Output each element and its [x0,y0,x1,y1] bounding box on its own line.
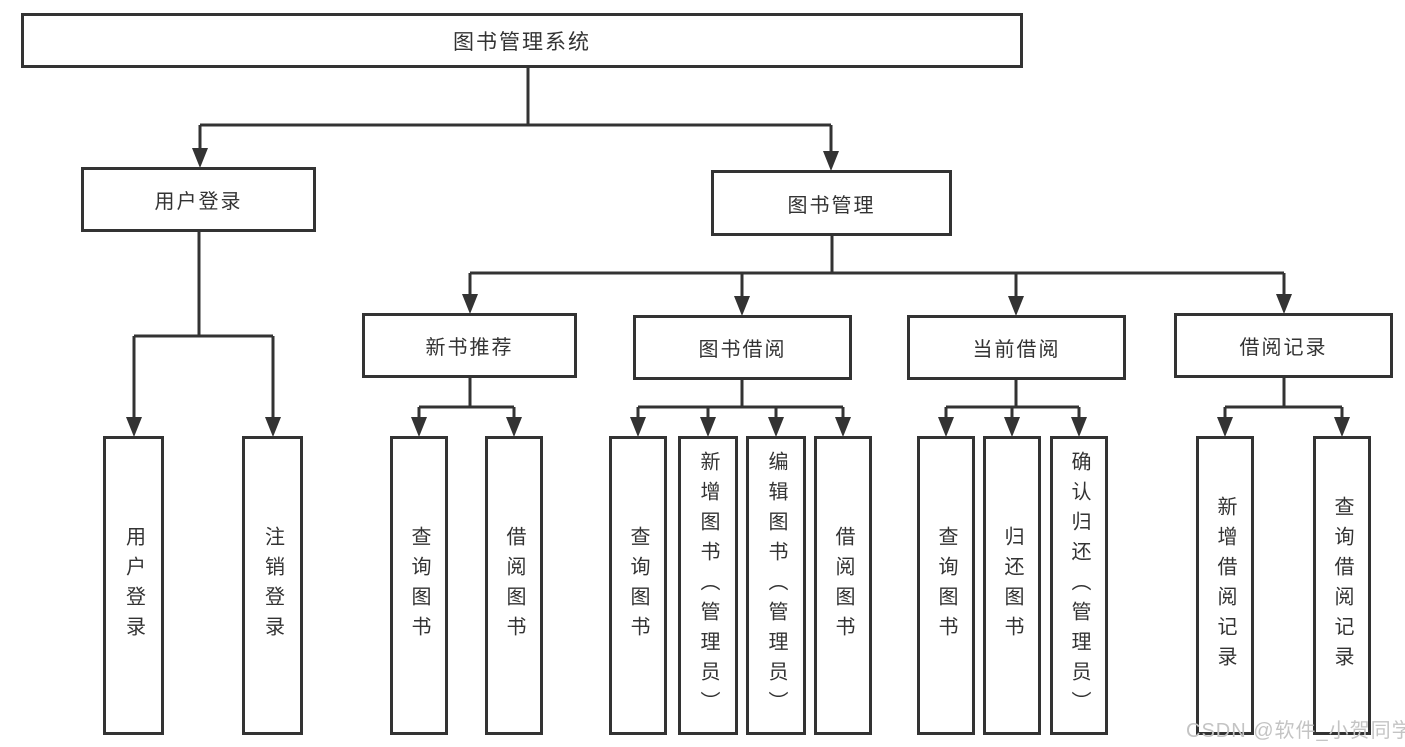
node-label: 新书推荐 [425,337,514,359]
node-label: 当前借阅 [972,339,1061,361]
node-label: 借阅图书 [503,525,525,646]
node-label: 编辑图书（管理员） [765,450,787,721]
node-label: 查询图书 [627,525,649,646]
node-library-management-system: 图书管理系统 [21,13,1023,68]
leaf-confirm-return-admin: 确认归还（管理员） [1050,436,1108,735]
node-label: 用户登录 [122,525,145,646]
node-label: 注销登录 [261,525,284,646]
node-label: 查询图书 [408,525,430,646]
leaf-query-borrow-record: 查询借阅记录 [1313,436,1371,735]
node-label: 借阅图书 [832,525,854,646]
node-label: 确认归还（管理员） [1068,450,1090,721]
leaf-query-books-recommend: 查询图书 [390,436,448,735]
leaf-borrow-books-recommend: 借阅图书 [485,436,543,735]
node-label: 新增借阅记录 [1214,495,1236,676]
node-label: 借阅记录 [1239,337,1328,359]
node-new-book-recommendation: 新书推荐 [362,313,577,378]
watermark-text: CSDN @软件_小贺同学 [1186,720,1405,742]
node-borrowing-records: 借阅记录 [1174,313,1393,378]
leaf-user-login: 用户登录 [103,436,164,735]
leaf-add-book-admin: 新增图书（管理员） [678,436,738,735]
node-book-borrowing: 图书借阅 [633,315,852,380]
leaf-query-books-current: 查询图书 [917,436,975,735]
leaf-edit-book-admin: 编辑图书（管理员） [746,436,806,735]
leaf-return-book: 归还图书 [983,436,1041,735]
node-label: 图书借阅 [698,339,787,361]
node-current-borrowing: 当前借阅 [907,315,1126,380]
leaf-add-borrow-record: 新增借阅记录 [1196,436,1254,735]
node-user-login: 用户登录 [81,167,316,232]
node-label: 图书管理系统 [453,30,591,54]
node-label: 归还图书 [1001,525,1023,646]
node-label: 用户登录 [154,191,243,213]
leaf-query-books-borrowing: 查询图书 [609,436,667,735]
node-label: 查询图书 [935,525,957,646]
node-label: 图书管理 [787,194,876,217]
node-label: 新增图书（管理员） [697,450,719,721]
leaf-logout: 注销登录 [242,436,303,735]
leaf-borrow-books-borrowing: 借阅图书 [814,436,872,735]
node-label: 查询借阅记录 [1331,495,1353,676]
node-book-management: 图书管理 [711,170,952,236]
